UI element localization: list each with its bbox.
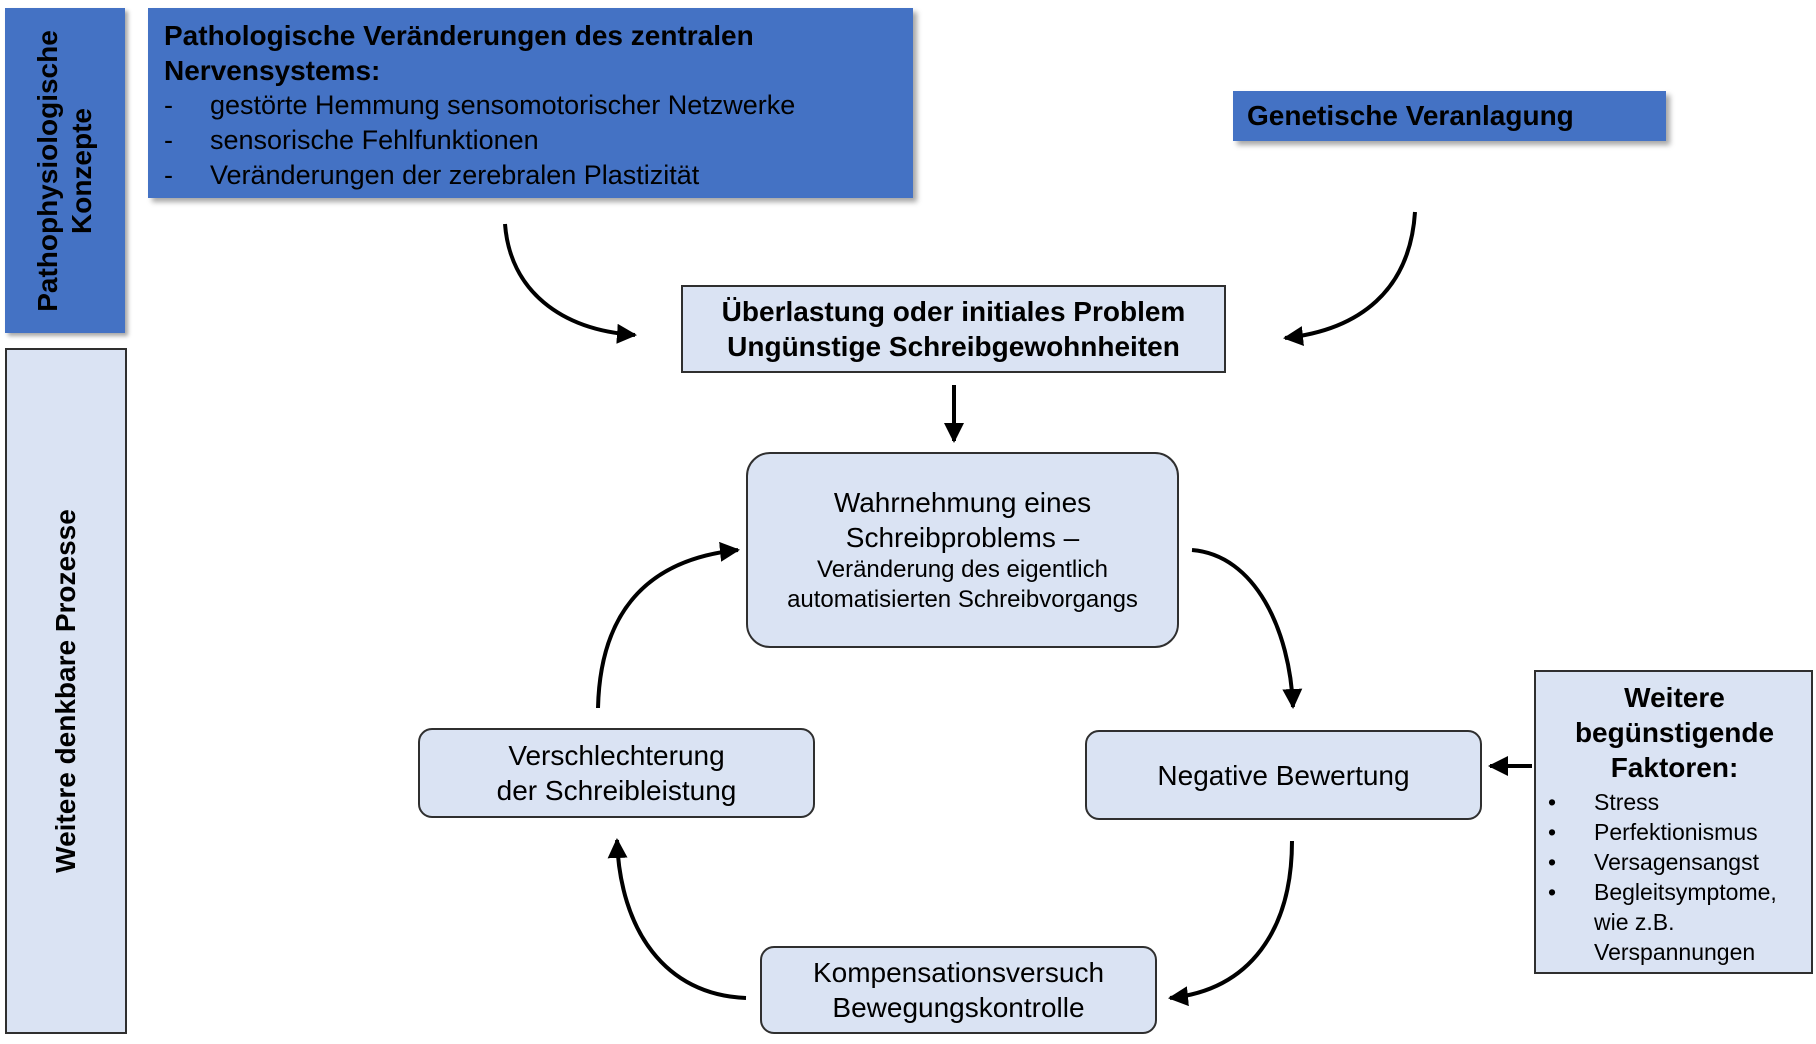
worsening-line1: Verschlechterung <box>508 740 725 771</box>
worsening-line2: der Schreibleistung <box>496 775 737 806</box>
perception-line3: Veränderung des eigentlich <box>817 556 1108 583</box>
arrow-pathology-to-overload <box>503 223 637 344</box>
arrow-perception-to-negative <box>1191 548 1303 709</box>
compensation-box: Kompensationsversuch Bewegungskontrolle <box>760 946 1157 1034</box>
perception-line4: automatisierten Schreibvorgangs <box>787 586 1138 613</box>
negative-evaluation-box: Negative Bewertung <box>1085 730 1482 820</box>
overload-box: Überlastung oder initiales Problem Ungün… <box>681 285 1226 373</box>
genetic-box: Genetische Veranlagung <box>1233 91 1666 141</box>
factors-item: •Versagensangst <box>1548 849 1759 875</box>
factors-item: •Perfektionismus <box>1548 819 1758 845</box>
overload-line1: Überlastung oder initiales Problem <box>721 296 1186 327</box>
arrow-compensation-to-worsening <box>607 838 747 1000</box>
worsening-box: Verschlechterung der Schreibleistung <box>418 728 815 818</box>
arrow-genetic-to-overload <box>1283 211 1417 347</box>
overload-line2: Ungünstige Schreibgewohnheiten <box>727 331 1180 362</box>
perception-box: Wahrnehmung eines Schreibproblems – Verä… <box>746 452 1179 648</box>
pathology-item: -gestörte Hemmung sensomotorischer Netzw… <box>164 90 796 120</box>
negative-evaluation-label: Negative Bewertung <box>1157 759 1410 791</box>
pathology-title-line2: Nervensystems: <box>164 55 381 86</box>
factors-list: •Stress •Perfektionismus •Versagensangst… <box>1548 787 1801 967</box>
pathology-item: -sensorische Fehlfunktionen <box>164 125 539 155</box>
genetic-label: Genetische Veranlagung <box>1247 100 1574 131</box>
perception-line1: Wahrnehmung eines <box>833 487 1092 518</box>
compensation-line2: Bewegungskontrolle <box>832 992 1085 1023</box>
perception-line2: Schreibproblems – <box>845 522 1080 553</box>
arrow-negative-to-compensation <box>1168 840 1294 1007</box>
arrow-worsening-to-perception <box>596 541 740 709</box>
factors-item: •Begleitsymptome, wie z.B. Verspannungen <box>1548 879 1777 965</box>
compensation-line1: Kompensationsversuch <box>812 957 1105 988</box>
pathology-box: Pathologische Veränderungen des zentrale… <box>148 8 913 198</box>
factors-title: Weitere begünstigende Faktoren: <box>1574 682 1775 783</box>
side-label-processes: Weitere denkbare Prozesse <box>5 348 127 1034</box>
pathology-item: -Veränderungen der zerebralen Plastizitä… <box>164 160 700 190</box>
factors-box: Weitere begünstigende Faktoren: •Stress … <box>1534 670 1813 974</box>
factors-item: •Stress <box>1548 789 1660 815</box>
side-label-pathophysiology: Pathophysiologische Konzepte <box>5 8 125 333</box>
pathology-list: -gestörte Hemmung sensomotorischer Netzw… <box>164 88 913 193</box>
pathology-title-line1: Pathologische Veränderungen des zentrale… <box>164 20 754 51</box>
